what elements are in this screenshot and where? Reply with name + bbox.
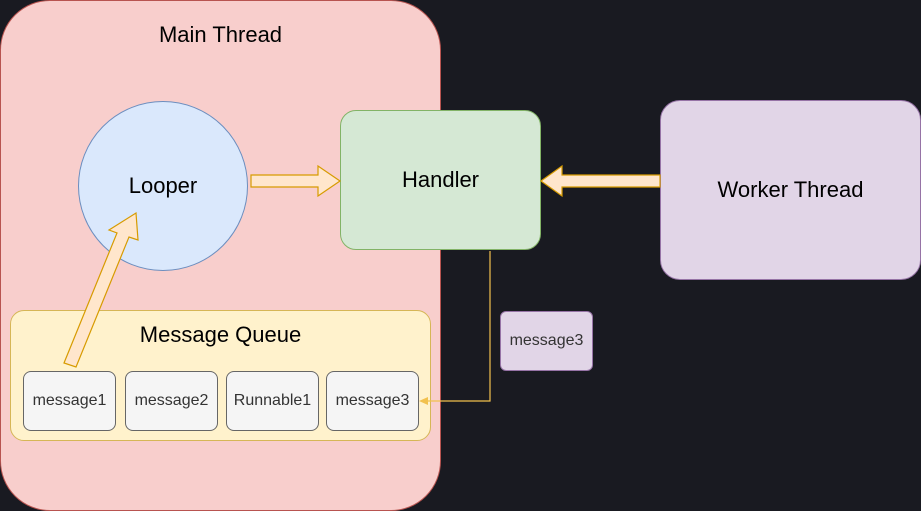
looper-node: Looper bbox=[78, 101, 248, 271]
queue-item: message2 bbox=[125, 371, 218, 431]
queue-item: message3 bbox=[326, 371, 419, 431]
incoming-message-label: message3 bbox=[509, 332, 584, 349]
worker-thread-label: Worker Thread bbox=[717, 177, 864, 202]
queue-item: Runnable1 bbox=[226, 371, 319, 431]
handler-node: Handler bbox=[340, 110, 541, 250]
message-queue-container: Message Queue message1 message2 Runnable… bbox=[10, 310, 431, 441]
incoming-message-box: message3 bbox=[500, 311, 593, 371]
message-queue-label: Message Queue bbox=[139, 322, 302, 347]
handler-label: Handler bbox=[401, 167, 480, 192]
arrow-worker-to-handler bbox=[539, 164, 661, 198]
queue-item: message1 bbox=[23, 371, 116, 431]
looper-label: Looper bbox=[128, 173, 198, 198]
worker-thread-node: Worker Thread bbox=[660, 100, 921, 280]
main-thread-label: Main Thread bbox=[158, 22, 283, 47]
